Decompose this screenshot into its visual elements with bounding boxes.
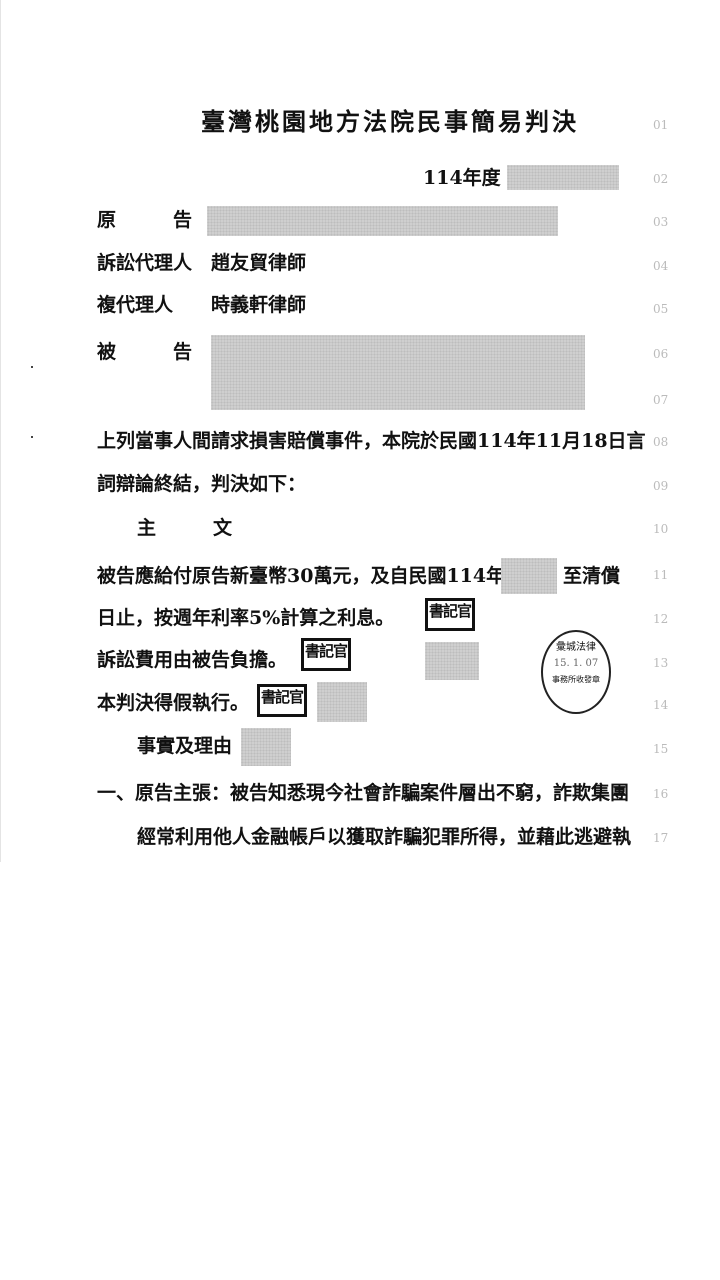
line-number: 08 [653,435,669,449]
line-number: 02 [653,172,669,186]
text-line-13: 訴訟費用由被告負擔。 [97,649,288,671]
redaction-date [501,558,557,594]
line-number: 07 [653,393,669,407]
party-value-attorney: 趙友貿律師 [211,252,307,274]
clerk-stamp: 書記官 [257,684,308,717]
line-number: 11 [653,568,669,582]
text-line-11b: 至清償 [563,565,621,587]
scan-speck [31,366,33,368]
line-number: 01 [653,118,669,132]
redaction-plaintiff [207,206,558,236]
party-value-sub-attorney: 時義軒律師 [211,294,307,316]
redaction-defendant [211,335,585,410]
text-line-12: 日止，按週年利率5%計算之利息。 [97,607,395,629]
scanned-judgment-page: 臺灣桃園地方法院民事簡易判決 114年度 原 告 訴訟代理人 趙友貿律師 複代理… [0,0,669,862]
party-label-plaintiff: 原 告 [97,209,193,231]
line-number: 03 [653,215,669,229]
line-number: 10 [653,522,669,536]
text-line-17: 經常利用他人金融帳戶以獲取詐騙犯罪所得，並藉此逃避執 [137,826,632,848]
line-number: 04 [653,259,669,273]
text-line-08: 上列當事人間請求損害賠償事件，本院於民國114年11月18日言 [97,430,646,452]
line-number: 17 [653,831,669,845]
redaction-case-number [507,165,619,190]
scan-speck [31,436,33,438]
line-number: 12 [653,612,669,626]
line-number: 05 [653,302,669,316]
text-line-16: 一、原告主張：被告知悉現今社會詐騙案件層出不窮，詐欺集團 [97,782,630,804]
document-title: 臺灣桃園地方法院民事簡易判決 [201,107,579,136]
redaction-stamp [241,728,291,766]
clerk-stamp: 書記官 [301,638,352,671]
clerk-stamp: 書記官 [425,598,476,631]
line-number: 09 [653,479,669,493]
line-number: 15 [653,742,669,756]
line-number: 06 [653,347,669,361]
redaction-stamp [425,642,479,680]
party-label-sub-attorney: 複代理人 [97,294,174,316]
text-line-09: 詞辯論終結，判決如下： [97,473,307,495]
case-number: 114年度 [423,167,501,189]
heading-main-text: 主 文 [137,517,233,539]
party-label-defendant: 被 告 [97,341,193,363]
line-number: 13 [653,656,669,670]
heading-reasons: 事實及理由 [137,735,233,757]
line-number: 14 [653,698,669,712]
text-line-14: 本判決得假執行。 [97,692,250,714]
party-label-attorney: 訴訟代理人 [97,252,193,274]
text-line-11a: 被告應給付原告新臺幣30萬元，及自民國114年 [97,565,506,587]
line-number: 16 [653,787,669,801]
redaction-stamp [317,682,367,722]
